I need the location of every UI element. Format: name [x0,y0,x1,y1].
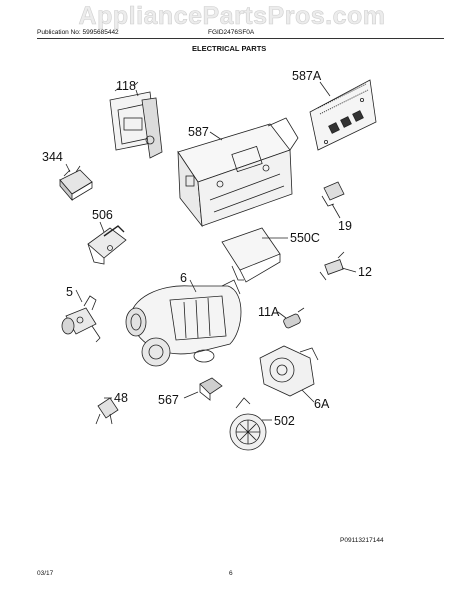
callout-587: 587 [188,125,209,139]
callout-587A: 587A [292,69,322,83]
part-587A-board [309,79,377,151]
part-6-pump-assembly [125,279,242,367]
part-11A-thermistor [283,307,305,329]
section-title: ELECTRICAL PARTS [192,44,267,53]
part-587-control-housing [177,117,299,228]
figure-id: P09113217144 [340,537,384,544]
footer-date: 03/17 [37,570,54,577]
model-number: FGID2476SF0A [208,29,255,36]
callout-6A: 6A [314,397,330,411]
callout-344: 344 [42,150,63,164]
leader-19 [331,203,341,219]
leader-12 [341,267,357,273]
callout-5: 5 [66,285,73,299]
leader-587 [209,131,223,141]
part-344-switch [59,165,93,202]
leader-118 [135,89,139,97]
callout-48: 48 [114,391,128,405]
part-567-button [199,377,223,401]
part-118-control-panel [109,81,163,159]
part-502-fan [229,397,267,451]
leader-11A [277,311,287,319]
leader-567 [183,391,199,399]
callout-19: 19 [338,219,352,233]
page-number: 6 [229,570,233,577]
callout-12: 12 [358,265,372,279]
part-12-sensor [319,251,345,281]
callout-502: 502 [274,414,295,428]
leader-344 [65,163,71,173]
callout-550C: 550C [290,231,320,245]
header-rule [37,38,444,39]
part-5-inlet-valve [61,295,101,343]
leader-6A [301,389,315,403]
watermark: AppliancePartsPros.com [78,2,386,31]
callout-6: 6 [180,271,187,285]
leader-6 [189,279,197,293]
callout-506: 506 [92,208,113,222]
publication-number: Publication No: 5995685442 [37,29,119,36]
part-48-switch [95,397,119,425]
callout-11A: 11A [258,305,280,319]
callout-118: 118 [116,79,136,93]
leader-5 [75,289,83,303]
leader-506 [99,221,105,233]
part-6A-drain-pump [259,345,319,397]
part-506-bracket [87,225,127,265]
part-550C-cover [221,227,281,283]
leader-587A [319,81,331,97]
part-19-connector [321,181,345,207]
callout-567: 567 [158,393,179,407]
